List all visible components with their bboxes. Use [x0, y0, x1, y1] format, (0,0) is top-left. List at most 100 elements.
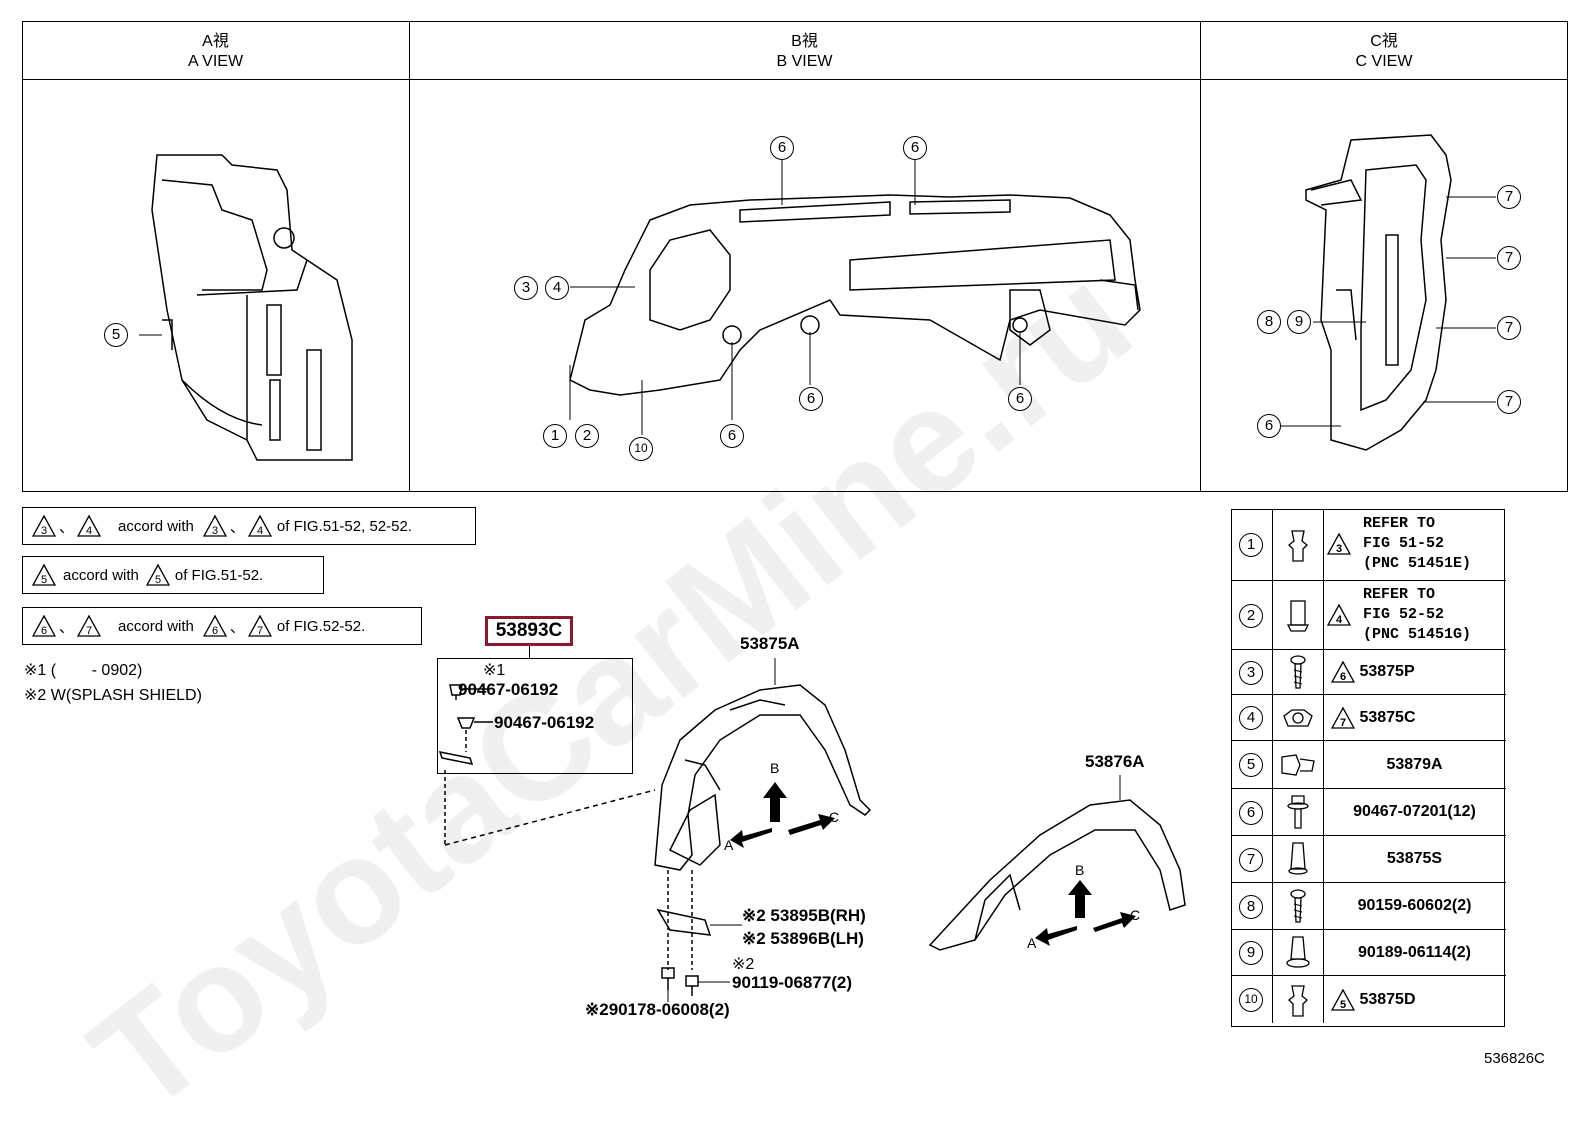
- svg-text:6: 6: [1340, 671, 1346, 683]
- callout-9-c: 9: [1287, 310, 1311, 334]
- svg-text:3: 3: [212, 525, 218, 537]
- legend-part: 90467-07201(12): [1353, 803, 1476, 820]
- kit-mark: ※1: [483, 662, 506, 679]
- part-90119-06877[interactable]: 90119-06877(2): [732, 973, 853, 992]
- callout-2-b: 2: [575, 424, 599, 448]
- svg-text:3: 3: [1336, 543, 1342, 555]
- legend-row[interactable]: 10 5 53875D: [1232, 975, 1506, 1023]
- clip-icon: [1272, 510, 1324, 580]
- legend-part: 5 53875D: [1323, 976, 1506, 1023]
- triangle-icon: 4: [77, 514, 102, 538]
- part-90178-06008[interactable]: ※290178-06008(2): [585, 1000, 730, 1019]
- figure-code: 536826C: [1484, 1050, 1545, 1067]
- callout-7-c2: 7: [1497, 246, 1521, 270]
- legend-part: 53879A: [1386, 755, 1443, 773]
- note-row-2: 5 accord with 5 of FIG.51-52.: [22, 556, 324, 594]
- svg-text:7: 7: [1340, 717, 1346, 729]
- triangle-icon: 5: [145, 563, 170, 587]
- legend-number: 7: [1232, 836, 1273, 882]
- views-divider-1: [409, 21, 410, 492]
- callout-6-b1: 6: [770, 136, 794, 160]
- svg-text:5: 5: [41, 574, 47, 586]
- triangle-icon: 6: [32, 614, 56, 638]
- callout-6-b2: 6: [903, 136, 927, 160]
- triangle-icon: 6: [202, 614, 227, 638]
- legend-part: 90189-06114(2): [1358, 943, 1471, 961]
- svg-text:3: 3: [41, 525, 47, 537]
- legend-number: 5: [1232, 741, 1273, 788]
- triangle-icon: 3: [202, 514, 227, 538]
- callout-7-c4: 7: [1497, 390, 1521, 414]
- triangle-icon: 7: [247, 614, 272, 638]
- svg-text:6: 6: [212, 625, 218, 637]
- part-53895B[interactable]: ※2 53895B(RH): [742, 906, 866, 925]
- svg-text:7: 7: [86, 625, 92, 637]
- part-53876A[interactable]: 53876A: [1085, 752, 1145, 771]
- part-53896B[interactable]: ※2 53896B(LH): [742, 929, 864, 948]
- legend-part: 90159-60602(2): [1357, 897, 1472, 914]
- kit-item-1[interactable]: 90467-06192: [458, 680, 559, 699]
- legend-row[interactable]: 7 53875S: [1232, 835, 1506, 882]
- svg-text:A: A: [724, 837, 734, 853]
- legend-part: 53875S: [1386, 850, 1443, 867]
- footnote-1: ※1 ( - 0902): [24, 662, 143, 679]
- exploded-drawing: B A C B A C: [438, 658, 1186, 1002]
- note-row-1: 3 、 4 accord with 3 、 4 of FIG.51-52, 52…: [22, 507, 476, 545]
- view-b-drawing: [569, 160, 1141, 435]
- kit-box: [437, 658, 633, 774]
- callout-6-b5: 6: [720, 424, 744, 448]
- part-53875A[interactable]: 53875A: [740, 634, 800, 653]
- legend-number: 10: [1232, 976, 1273, 1023]
- kit-item-2[interactable]: 90467-06192: [494, 713, 595, 732]
- triangle-icon: 3: [32, 514, 56, 538]
- callout-10-b: 10: [629, 437, 653, 461]
- svg-text:7: 7: [257, 625, 263, 637]
- svg-text:A: A: [1027, 935, 1037, 951]
- view-a-drawing: [139, 154, 353, 461]
- svg-text:5: 5: [155, 574, 161, 586]
- legend-number: 1: [1232, 510, 1273, 580]
- svg-text:C: C: [1130, 907, 1140, 923]
- legend-row[interactable]: 5 53879A: [1232, 740, 1506, 788]
- legend-part: 6 53875P: [1323, 650, 1506, 694]
- triangle-icon: 7: [77, 614, 102, 638]
- callout-5-a: 5: [104, 323, 128, 347]
- svg-text:C: C: [829, 809, 839, 825]
- triangle-icon: 4: [247, 514, 272, 538]
- svg-text:5: 5: [1340, 999, 1346, 1011]
- views-header-divider: [22, 79, 1568, 80]
- triangle-icon: 5: [32, 563, 56, 587]
- callout-4-b: 4: [545, 276, 569, 300]
- nut-clip-icon: [1272, 581, 1324, 649]
- rivet-icon: [1272, 930, 1324, 975]
- screw-icon: [1272, 650, 1324, 694]
- clip-icon: [1272, 976, 1324, 1023]
- svg-text:B: B: [770, 760, 779, 776]
- legend-row[interactable]: 9 90189-06114(2): [1232, 929, 1506, 975]
- footnote-2: ※2 W(SPLASH SHIELD): [24, 687, 202, 704]
- legend-number: 3: [1232, 650, 1273, 694]
- callout-7-c3: 7: [1497, 316, 1521, 340]
- callout-7-c1: 7: [1497, 185, 1521, 209]
- callout-3-b: 3: [514, 276, 538, 300]
- svg-text:4: 4: [86, 525, 92, 537]
- legend-row[interactable]: 3 6 53875P: [1232, 649, 1506, 694]
- callout-8-c: 8: [1257, 310, 1281, 334]
- legend-number: 9: [1232, 930, 1273, 975]
- screw-icon: [1272, 883, 1324, 929]
- svg-text:4: 4: [1336, 614, 1343, 626]
- highlighted-part-53893C[interactable]: 53893C: [485, 616, 573, 646]
- legend-number: 2: [1232, 581, 1273, 649]
- svg-text:6: 6: [41, 625, 47, 637]
- bolt-mark: ※2: [732, 956, 755, 973]
- svg-text:4: 4: [257, 525, 263, 537]
